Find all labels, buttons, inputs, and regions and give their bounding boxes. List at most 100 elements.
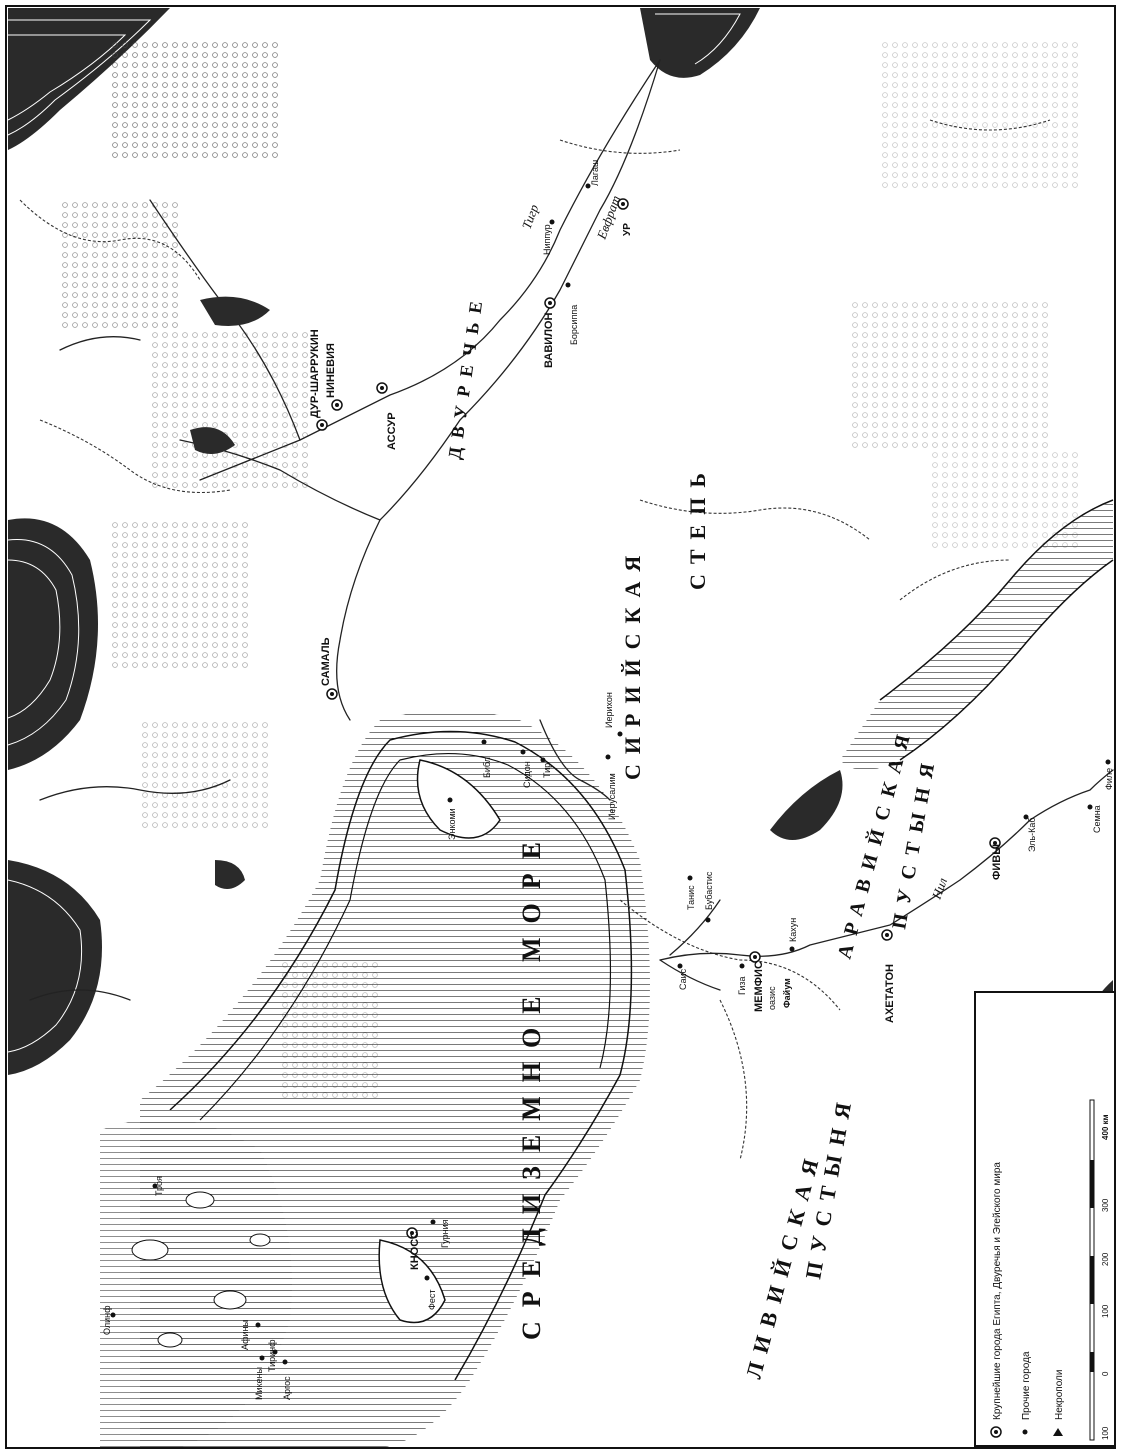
city-argos: Аргос [282, 1359, 292, 1400]
svg-text:АССУР: АССУР [386, 412, 398, 450]
svg-text:Крупнейшие города Египта, Двур: Крупнейшие города Египта, Двуречья и Эге… [992, 1162, 1003, 1420]
svg-text:НИНЕВИЯ: НИНЕВИЯ [325, 343, 337, 398]
city-knossos: КНОСС [406, 1227, 421, 1270]
svg-text:Саис: Саис [678, 968, 688, 990]
city-assur: АССУР [376, 382, 398, 450]
city-tyre: Тир [540, 757, 552, 778]
svg-text:Библ: Библ [482, 757, 492, 778]
sea-left-edge-2 [7, 860, 102, 1075]
svg-text:Бубастис: Бубастис [704, 871, 714, 910]
region-mediterranean: СРЕДИЗЕМНОЕ МОРЕ [517, 828, 546, 1340]
city-giza: Гиза [737, 963, 747, 995]
rivers [29, 59, 1114, 1001]
scale-tick-neg100: 100 [1101, 1426, 1110, 1440]
svg-text:Тир: Тир [542, 763, 552, 778]
sea-top-center [640, 8, 760, 78]
gulf-of-suez [770, 770, 843, 840]
city-nippur: Ниппур [542, 219, 555, 255]
svg-text:Семна: Семна [1092, 805, 1102, 833]
jordan-river [539, 719, 611, 801]
svg-text:МЕМФИС: МЕМФИС [753, 961, 765, 1012]
legend: Крупнейшие города Египта, Двуречья и Эге… [974, 991, 1116, 1447]
label-fayum: Файум [782, 978, 792, 1008]
svg-text:оазис: оазис [767, 986, 777, 1010]
svg-text:Иерусалим: Иерусалим [607, 773, 617, 820]
city-tanis: Танис [686, 875, 696, 910]
city-jerusalem: Иерусалим [605, 754, 617, 820]
city-mycenae: Микены [254, 1355, 265, 1400]
city-samal: САМАЛЬ [320, 637, 338, 700]
scale-tick-200: 200 [1101, 1252, 1110, 1266]
terrain [19, 40, 1080, 1161]
city-gournia: Гурния [430, 1219, 450, 1248]
major-cities: ДУР-ШАРРУКИН НИНЕВИЯ АССУР ВАВИЛОН УР СА… [309, 198, 1003, 1270]
svg-text:Тиринф: Тиринф [267, 1339, 277, 1372]
city-lagash: Лагаш [585, 160, 600, 189]
city-akhetaten: АХЕТАТОН [881, 929, 896, 1023]
city-enkomi: Энкоми [447, 797, 457, 840]
sea-left-edge-1 [7, 518, 98, 770]
svg-text:Афины: Афины [240, 1320, 250, 1350]
svg-text:Кахун: Кахун [788, 918, 798, 942]
svg-text:Прочие города: Прочие города [1021, 1351, 1032, 1420]
city-athens: Афины [240, 1320, 261, 1350]
scale-bar: 100 0 100 200 300 400 км [1089, 1099, 1110, 1441]
svg-text:САМАЛЬ: САМАЛЬ [320, 637, 332, 686]
city-byblos: Библ [481, 739, 492, 778]
city-kahun: Кахун [788, 918, 798, 952]
svg-text:Аргос: Аргос [282, 1376, 292, 1400]
svg-text:АХЕТАТОН: АХЕТАТОН [884, 964, 896, 1023]
city-sais: Саис [677, 963, 688, 990]
city-dur-sharrukin: ДУР-ШАРРУКИН [309, 329, 328, 431]
svg-text:Некрополи: Некрополи [1054, 1370, 1065, 1420]
svg-text:Эль-Каб: Эль-Каб [1027, 817, 1037, 852]
svg-text:ФИВЫ: ФИВЫ [991, 844, 1003, 880]
city-philae: Филе [1104, 759, 1114, 790]
svg-text:Филе: Филе [1104, 768, 1114, 790]
city-tiryns: Тиринф [267, 1339, 278, 1372]
region-syrian-1: СИРИЙСКАЯ [620, 546, 645, 780]
svg-text:УР: УР [622, 223, 633, 236]
svg-text:Олинф: Олинф [102, 1305, 112, 1335]
legend-necropolis: Некрополи [1053, 1370, 1065, 1436]
city-olynthus: Олинф [102, 1305, 116, 1335]
svg-text:Фест: Фест [427, 1290, 437, 1310]
city-el-kab: Эль-Каб [1023, 814, 1037, 852]
svg-text:Микены: Микены [254, 1367, 264, 1400]
city-phaistos: Фест [424, 1275, 437, 1310]
svg-text:Танис: Танис [686, 885, 696, 910]
city-jericho: Иерихон [604, 692, 623, 737]
svg-text:Ниппур: Ниппур [542, 224, 552, 255]
city-sidon: Сидон [520, 749, 532, 788]
svg-text:КНОСС: КНОСС [409, 1231, 421, 1270]
tigris-river [199, 59, 661, 481]
svg-text:Лагаш: Лагаш [590, 160, 600, 186]
svg-text:Энкоми: Энкоми [447, 808, 457, 840]
scale-tick-0: 0 [1101, 1371, 1110, 1376]
city-nineveh: НИНЕВИЯ [325, 343, 343, 411]
region-syrian-2: СТЕПЬ [685, 463, 710, 590]
label-nile: Нил [928, 875, 950, 902]
svg-text:Троя: Троя [154, 1176, 164, 1196]
city-thebes: ФИВЫ [989, 837, 1003, 880]
city-troy: Троя [152, 1176, 164, 1196]
city-bubastis: Бубастис [704, 871, 714, 923]
svg-text:Гурния: Гурния [440, 1219, 450, 1248]
legend-major: Крупнейшие города Египта, Двуречья и Эге… [990, 1162, 1003, 1438]
euphrates-river [336, 59, 661, 721]
lakes [190, 296, 270, 889]
aegean-sea [100, 1118, 292, 1448]
svg-text:ДУР-ШАРРУКИН: ДУР-ШАРРУКИН [309, 329, 321, 418]
city-ur: УР [617, 198, 633, 236]
city-babylon: ВАВИЛОН [543, 297, 556, 368]
city-borsippa: Борсиппа [565, 282, 579, 345]
city-memphis: МЕМФИС [749, 951, 765, 1012]
svg-text:Сидон: Сидон [522, 761, 532, 788]
nile-river [659, 769, 1114, 961]
scale-tick-400: 400 км [1101, 1114, 1110, 1140]
legend-other: Прочие города [1021, 1351, 1032, 1435]
svg-text:Файум: Файум [782, 978, 792, 1008]
scale-tick-300: 300 [1101, 1198, 1110, 1212]
scale-tick-100: 100 [1101, 1304, 1110, 1318]
